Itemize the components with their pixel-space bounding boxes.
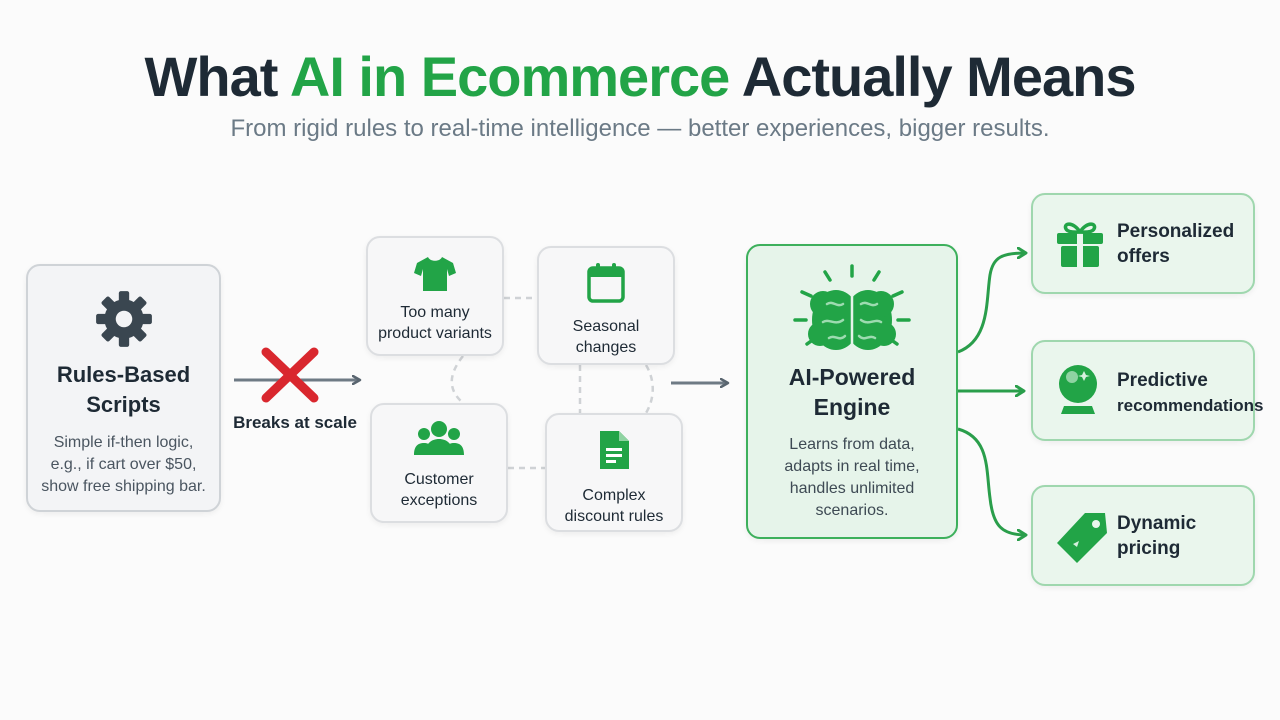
title-accent: AI in Ecommerce	[289, 45, 730, 108]
title-part1: What	[144, 45, 290, 108]
price-tag-icon	[1057, 513, 1107, 563]
red-x-icon	[261, 347, 319, 403]
crystal-ball-icon	[1059, 365, 1097, 414]
document-icon	[600, 431, 629, 469]
outcome-label: Predictive recommendations	[1117, 370, 1264, 415]
problem-label: Complex discount rules	[564, 487, 664, 525]
rules-description: Simple if-then logic, e.g., if cart over…	[41, 434, 206, 495]
outcome-label: Personalized offers	[1117, 221, 1235, 267]
outcome-card-offers: Personalized offers	[1031, 193, 1255, 294]
ai-engine-card: AI-Powered Engine Learns from data, adap…	[746, 244, 958, 539]
problem-label: Too many product variants	[378, 304, 492, 342]
gift-icon	[1057, 222, 1103, 267]
problem-card-exceptions: Customer exceptions	[370, 403, 508, 523]
dashed-links	[450, 296, 654, 470]
rules-heading: Rules-Based Scripts	[56, 362, 191, 417]
arrow-to-pricing	[957, 427, 1026, 535]
arrow-to-offers	[957, 253, 1026, 354]
brain-icon	[793, 264, 911, 350]
problem-card-variants: Too many product variants	[366, 236, 504, 356]
outcome-label: Dynamic pricing	[1117, 513, 1197, 559]
calendar-icon	[587, 263, 625, 303]
gear-icon	[95, 291, 152, 347]
problem-card-discounts: Complex discount rules	[545, 413, 683, 532]
breaks-at-scale-label: Breaks at scale	[233, 413, 357, 432]
outcome-card-pricing: Dynamic pricing	[1031, 485, 1255, 586]
rules-based-card: Rules-Based Scripts Simple if-then logic…	[26, 264, 221, 512]
problem-label: Customer exceptions	[400, 471, 478, 509]
users-icon	[414, 421, 464, 455]
tshirt-icon	[414, 257, 456, 291]
problem-label: Seasonal changes	[572, 318, 640, 356]
page-subtitle: From rigid rules to real-time intelligen…	[230, 115, 1050, 142]
engine-description: Learns from data, adapts in real time, h…	[784, 436, 920, 519]
outcome-card-recommendations: Predictive recommendations	[1031, 340, 1263, 441]
problem-card-seasonal: Seasonal changes	[537, 246, 675, 365]
page-title: What AI in Ecommerce Actually Means	[0, 44, 1280, 109]
engine-heading: AI-Powered Engine	[788, 364, 916, 420]
title-part2: Actually Means	[729, 45, 1137, 108]
